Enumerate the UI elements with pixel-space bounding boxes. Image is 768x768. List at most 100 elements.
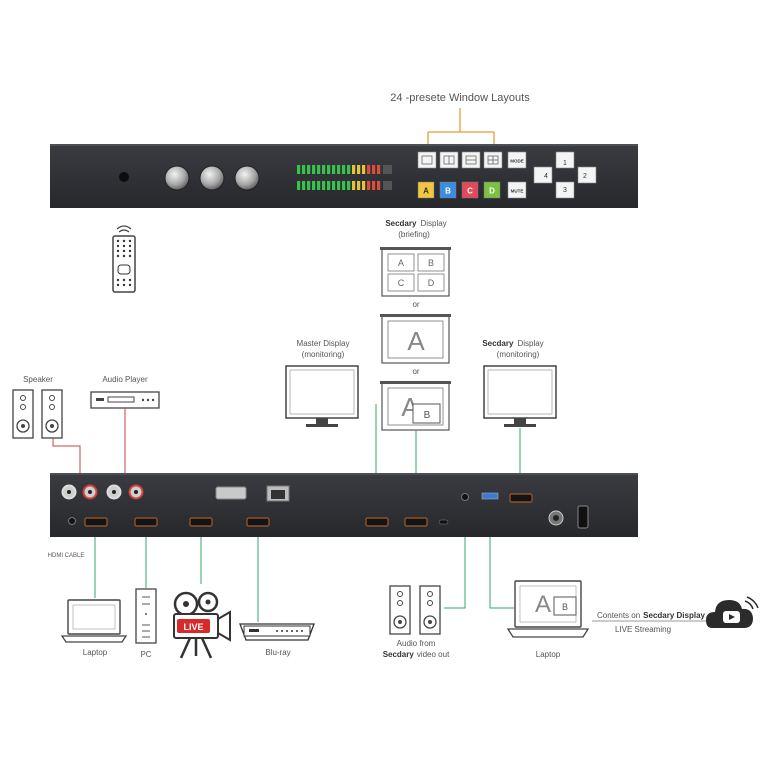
live-badge-text: LIVE [183,622,203,632]
remote-key [128,278,132,282]
meter-segment [377,165,381,174]
serial-port[interactable] [215,486,247,500]
or-label-1: or [412,300,419,309]
secondary-briefing-sub: (briefing) [398,230,430,239]
layout-button-split[interactable] [461,151,481,169]
remote-key [122,244,126,248]
mode-button[interactable] [507,151,527,169]
source-key-c[interactable] [461,181,479,199]
hdmi-port[interactable] [365,517,389,527]
laptop-screen-letter-b: B [562,602,568,612]
source-key-b[interactable] [439,181,457,199]
quad-layout-screen: A B C D [380,247,451,297]
remote-key [116,249,120,253]
level-meters [297,165,392,190]
meter-segment [342,181,346,190]
remote-key [116,278,120,282]
nav-key-up[interactable] [555,151,575,169]
hdmi-port[interactable] [134,517,158,527]
layout-buttons: MODE [417,151,527,169]
master-display-sub: (monitoring) [302,350,345,359]
hdmi-port[interactable] [84,517,108,527]
nav-key-down-label: 3 [563,187,567,194]
remote-key [128,244,132,248]
pc-label: PC [140,650,151,659]
source-key-d[interactable] [483,181,501,199]
audio-out-jack[interactable] [461,493,469,501]
audio-from-label: Audio from [397,639,436,648]
remote-key [128,283,132,287]
meter-segment [347,165,351,174]
meter-segment [327,181,331,190]
hdmi-port[interactable] [509,493,533,503]
knob-1[interactable] [164,165,190,191]
layout-button-quad[interactable] [483,151,503,169]
pip-layout-screen: A B [380,381,451,431]
speaker-label: Speaker [23,375,53,384]
usb-port[interactable] [481,492,499,500]
secondary-monitoring-sub: (monitoring) [497,350,540,359]
knob-3[interactable] [234,165,260,191]
meter-segment [302,181,306,190]
nav-key-left[interactable] [533,166,553,184]
meter-segment [297,165,301,174]
laptop-screen-letter-a: A [535,591,551,618]
knob-2[interactable] [199,165,225,191]
pip-inset-letter: B [424,410,431,421]
meter-segment [312,165,316,174]
remote-key [116,283,120,287]
nav-key-right[interactable] [577,166,597,184]
hdmi-cable-label: HDMI CABLE [48,553,85,559]
rear-jack[interactable] [68,517,76,525]
nav-key-left-label: 4 [544,173,548,180]
usb-c-port[interactable] [438,519,449,525]
master-display-title: Master Display [297,339,350,348]
laptop-source-icon [60,599,128,643]
meter-segment [337,165,341,174]
power-switch[interactable] [577,505,589,529]
remote-key [128,239,132,243]
meter-segment [327,165,331,174]
meter-segment [317,181,321,190]
quad-cell-c: C [398,278,405,288]
window-layouts-title: 24 -presete Window Layouts [390,92,530,104]
front-panel: MODE A B C D MUTE 1 4 2 3 [50,144,638,208]
remote-key [122,249,126,253]
single-screen-letter: A [407,326,425,356]
layout-button-single[interactable] [417,151,437,169]
mute-button[interactable] [507,181,527,199]
meter-segment [362,181,366,190]
meter-segment [307,181,311,190]
nav-key-down[interactable] [555,181,575,199]
rear-panel [50,473,638,537]
layouts-bracket [427,108,495,148]
meter-segment [312,181,316,190]
mode-button-label: MODE [510,159,524,164]
meter-segment [352,181,356,190]
bluray-label: Blu-ray [265,648,290,657]
source-key-a[interactable] [417,181,435,199]
meter-segment [372,181,376,190]
meter-segment [367,165,371,174]
quad-cell-d: D [428,278,435,288]
mute-button-label: MUTE [511,189,524,194]
rca-jacks [61,484,144,500]
nav-key-right-label: 2 [583,173,587,180]
hdmi-port[interactable] [404,517,428,527]
output-speaker-icon [389,585,441,635]
meter-segment [362,165,366,174]
live-streaming-label: LIVE Streaming [615,625,671,634]
remote-key [128,249,132,253]
meter-segment [322,181,326,190]
hdmi-port[interactable] [246,517,270,527]
meter-segment [322,165,326,174]
meter-segment [352,165,356,174]
cloud-streaming-icon [706,596,759,628]
rca-jack-pin [88,490,92,494]
layout-button-pip[interactable] [439,151,459,169]
hdmi-port[interactable] [189,517,213,527]
